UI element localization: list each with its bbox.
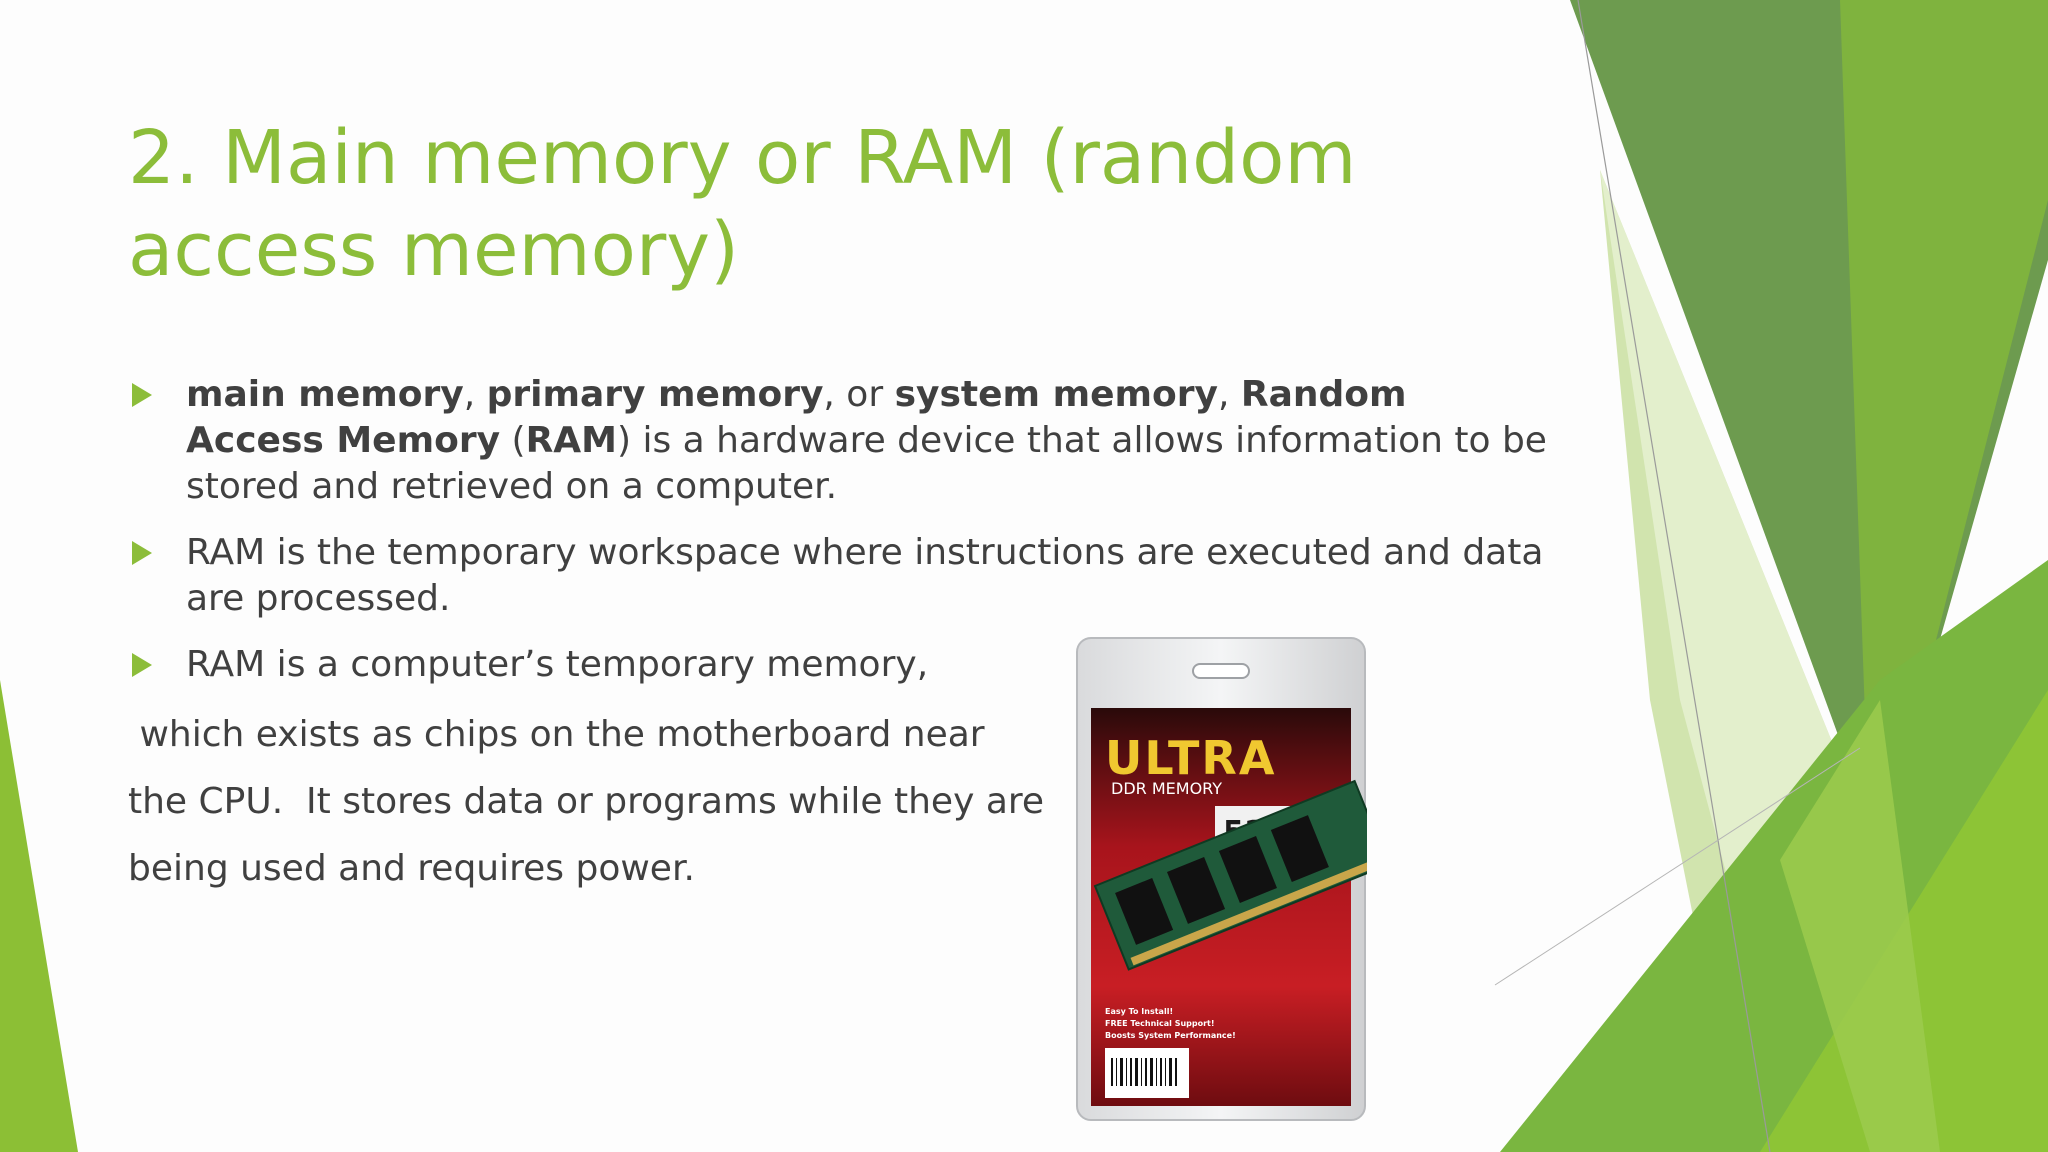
bullet-text: (: [500, 420, 526, 461]
bold-term: primary memory: [486, 374, 824, 415]
bullet-text: , or: [823, 374, 895, 415]
hang-hole: [1192, 663, 1250, 679]
right-mid-green-band: [1840, 0, 2048, 860]
feature-text: Easy To Install!: [1105, 1007, 1173, 1016]
left-green-wedge: [0, 680, 78, 1152]
bullet-arrow-icon: [132, 653, 152, 677]
memory-chip: [1167, 857, 1226, 924]
continuation-line: being used and requires power.: [128, 848, 695, 889]
bullet-text: ,: [463, 374, 487, 415]
ram-module: [1093, 779, 1367, 971]
bullet-arrow-icon: [132, 383, 152, 407]
memory-chip: [1218, 836, 1277, 903]
thin-line-diagonal: [1494, 747, 1861, 986]
bold-term: RAM: [525, 420, 617, 461]
slide-title: 2. Main memory or RAM (random access mem…: [128, 115, 1357, 293]
product-line-label: DDR MEMORY: [1111, 779, 1222, 798]
bullet-text: ) is a hardware device that allows infor…: [186, 420, 1547, 507]
continuation-line: the CPU. It stores data or programs whil…: [128, 781, 1045, 822]
bullet-text: ,: [1217, 374, 1241, 415]
memory-chip: [1115, 878, 1174, 945]
thin-line-vertical: [1577, 0, 1771, 1152]
bold-term: system memory: [894, 374, 1218, 415]
feature-text: Boosts System Performance!: [1105, 1031, 1236, 1040]
bullet-item: RAM is the temporary workspace where ins…: [128, 530, 1548, 622]
bullet-list: main memory, primary memory, or system m…: [128, 372, 1548, 708]
bullet-item: RAM is a computer’s temporary memory,: [128, 642, 1548, 688]
bullet-text: RAM is the temporary workspace where ins…: [186, 532, 1544, 619]
bold-term: Random Access Memory: [186, 374, 1407, 461]
bullet-text: RAM is a computer’s temporary memory,: [186, 644, 929, 685]
bullet-arrow-icon: [132, 541, 152, 565]
gold-contacts: [1130, 857, 1367, 966]
barcode: [1111, 1058, 1177, 1086]
corner-green-wedge: [1780, 700, 1940, 1152]
ram-package-image: ULTRA DDR MEMORY 512 MB Easy To Install!…: [1076, 637, 1367, 1121]
bullet-item: main memory, primary memory, or system m…: [128, 372, 1548, 510]
continuation-line: which exists as chips on the motherboard…: [128, 714, 985, 755]
memory-chip: [1270, 815, 1329, 882]
brand-logo: ULTRA: [1105, 731, 1276, 785]
bold-term: main memory: [186, 374, 464, 415]
feature-text: FREE Technical Support!: [1105, 1019, 1215, 1028]
